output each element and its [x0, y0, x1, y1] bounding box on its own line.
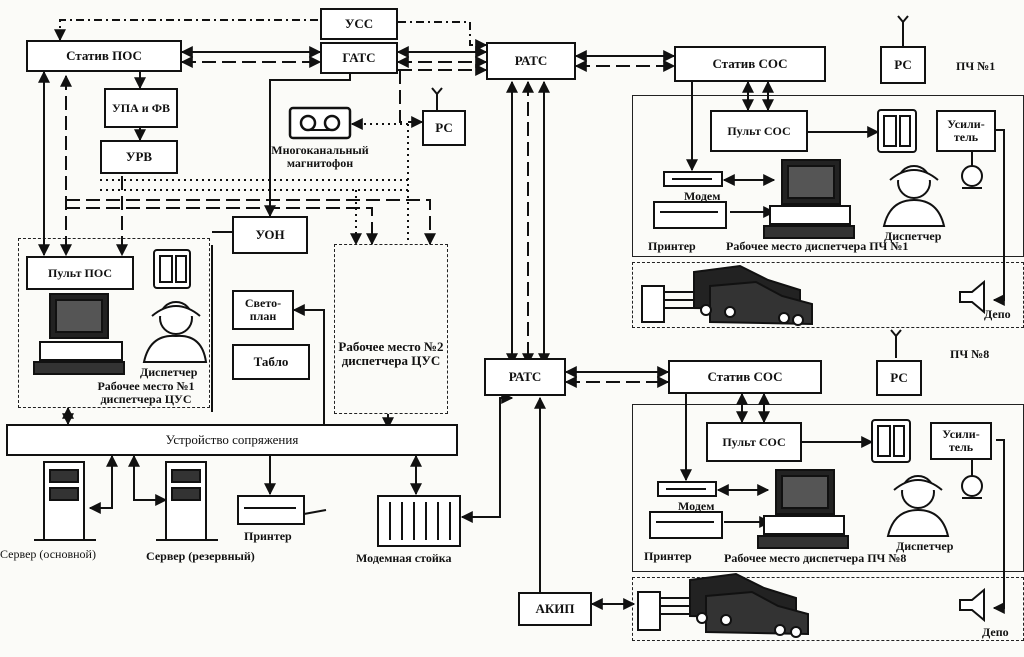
- rs-pch8-box: РС: [876, 360, 922, 396]
- server-icon: [34, 461, 218, 541]
- stativ-sos-8-box: Статив СОС: [668, 360, 822, 394]
- server-reserve-label: Сервер (резервный): [146, 549, 255, 563]
- depo-8-label: Депо: [982, 625, 1009, 639]
- printer-1-label: Принтер: [648, 239, 696, 253]
- modem-rack-label: Модемная стойка: [356, 551, 452, 565]
- uss-box: УСС: [320, 8, 398, 40]
- pult-sos-8-box: Пульт СОС: [706, 422, 802, 462]
- rs-center-box: РС: [422, 110, 466, 146]
- dispetcher-8-label: Диспетчер: [896, 539, 954, 553]
- pult-pos-box: Пульт ПОС: [26, 256, 134, 290]
- modem-icon: [657, 171, 723, 497]
- dispetcher-left-label: Диспетчер: [140, 365, 198, 379]
- microphone-icon: [961, 165, 983, 499]
- rm-pch8-label: Рабочее место диспетчера ПЧ №8: [724, 551, 907, 565]
- server-main-label: Сервер (основной): [0, 547, 96, 561]
- rats-top-box: РАТС: [486, 42, 576, 80]
- antenna-icons: [431, 15, 909, 358]
- tape-recorder-icon: [288, 106, 352, 140]
- stativ-pos-box: Статив ПОС: [26, 40, 182, 72]
- modem-rack-icon: [377, 495, 461, 547]
- usilitel-8-box: Усили-тель: [930, 422, 992, 460]
- usilitel-1-box: Усили-тель: [936, 110, 996, 152]
- tablo-box: Табло: [232, 344, 310, 380]
- printer-left-label: Принтер: [244, 529, 292, 543]
- computer-icon: [33, 159, 855, 549]
- pch8-label: ПЧ №8: [950, 347, 990, 361]
- depo-1-label: Депо: [984, 307, 1011, 321]
- rm1-workplace-region: [18, 238, 210, 408]
- magnitofon-label: Многоканальный магнитофон: [271, 143, 369, 171]
- loudspeaker-icon: [959, 279, 985, 623]
- svetoplan-box: Свето-план: [232, 290, 294, 330]
- uon-box: УОН: [232, 216, 308, 254]
- fire-truck-icon: [689, 264, 813, 638]
- dispetcher-1-label: Диспетчер: [884, 229, 942, 243]
- rm2-workplace-region: [334, 244, 448, 414]
- upa-fv-box: УПА и ФВ: [104, 88, 178, 128]
- rm-pch1-label: Рабочее место диспетчера ПЧ №1: [726, 239, 909, 253]
- pult-sos-1-box: Пульт СОС: [710, 110, 808, 152]
- modem-1-label: Модем: [684, 189, 721, 203]
- connector-icon: [637, 285, 665, 631]
- telephone-icon: [153, 109, 917, 463]
- ustroystvo-sopryazheniya-box: Устройство сопряжения: [6, 424, 458, 456]
- printer-icon: [237, 201, 727, 539]
- akip-box: АКИП: [518, 592, 592, 626]
- rats-bottom-box: РАТС: [484, 358, 566, 396]
- pch1-label: ПЧ №1: [956, 59, 996, 73]
- dispatcher-icon: [142, 165, 950, 537]
- modem-8-label: Модем: [678, 499, 715, 513]
- rm2-label: Рабочее место №2 диспетчера ЦУС: [338, 339, 444, 369]
- stativ-sos-1-box: Статив СОС: [674, 46, 826, 82]
- printer-8-label: Принтер: [644, 549, 692, 563]
- urv-box: УРВ: [100, 140, 178, 174]
- rm1-left-label: Рабочее место №1 диспетчера ЦУС: [97, 379, 195, 407]
- gats-box: ГАТС: [320, 42, 398, 74]
- rs-pch1-box: РС: [880, 46, 926, 84]
